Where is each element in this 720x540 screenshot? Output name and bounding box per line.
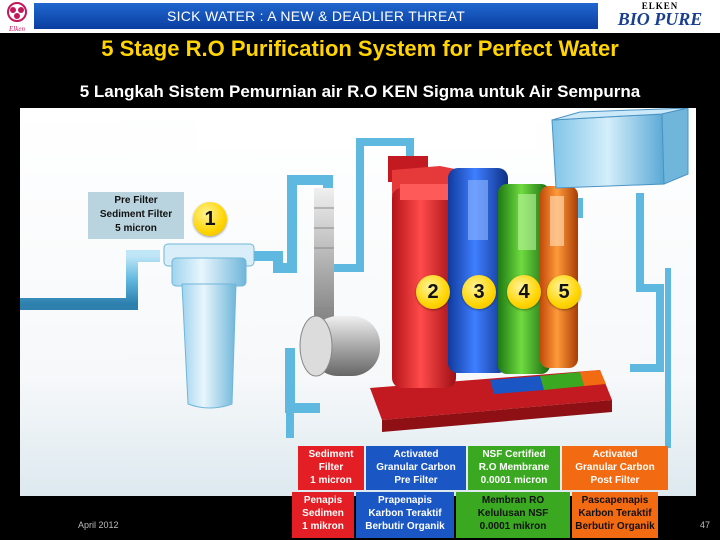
prefilter-label-line: 5 micron <box>115 223 157 234</box>
banner-title: SICK WATER : A NEW & DEADLIER THREAT <box>166 8 466 24</box>
stage-label-line: Activated <box>592 449 638 460</box>
stage-label-line: Post Filter <box>590 475 640 486</box>
page-subtitle: 5 Langkah Sistem Pemurnian air R.O KEN S… <box>79 82 641 101</box>
stage-2-label-en: Sediment Filter 1 micron <box>298 446 364 490</box>
stage-label-line: Granular Carbon <box>376 462 456 473</box>
stage-label-line: Penapis <box>303 495 343 506</box>
stage-label-line: Activated <box>393 449 439 460</box>
stage-label-line: Berbutir Organik <box>575 521 655 532</box>
stage-label-line: 0.0001 micron <box>480 475 548 486</box>
page-number: 47 <box>700 520 711 530</box>
prefilter-label-line: Sediment Filter <box>99 209 173 220</box>
svg-text:Elken: Elken <box>8 25 25 33</box>
stage-badge-3: 3 <box>462 275 496 309</box>
stage-label-line: NSF Certified <box>482 449 546 460</box>
stage-label-line: 1 micron <box>310 475 352 486</box>
stage-label-line: Berbutir Organik <box>365 521 445 532</box>
stage-badge-5: 5 <box>547 275 581 309</box>
stage-label-line: 0.0001 mikron <box>479 521 547 532</box>
stage-label-line: Karbon Teraktif <box>578 508 652 519</box>
stage-label-line: Sedimen <box>302 508 344 519</box>
stage-badge-2: 2 <box>416 275 450 309</box>
stage-3-label-ms: Prapenapis Karbon Teraktif Berbutir Orga… <box>356 492 454 538</box>
brand-top: ELKEN <box>641 1 679 11</box>
ro-system-diagram <box>20 108 696 496</box>
stage-label-line: Prapenapis <box>378 495 432 506</box>
stage-label-line: Granular Carbon <box>575 462 655 473</box>
stage-label-line: Pre Filter <box>394 475 438 486</box>
stage-label-line: Sediment <box>308 449 354 460</box>
stage-2-label-ms: Penapis Sedimen 1 mikron <box>292 492 354 538</box>
stage-5-label-en: Activated Granular Carbon Post Filter <box>562 446 668 490</box>
stage-4-label-en: NSF Certified R.O Membrane 0.0001 micron <box>468 446 560 490</box>
stage-label-line: 1 mikron <box>302 521 344 532</box>
stage-badge-1: 1 <box>193 202 227 236</box>
stage-4-label-ms: Membran RO Kelulusan NSF 0.0001 mikron <box>456 492 570 538</box>
stage-label-line: Pascapenapis <box>581 495 649 506</box>
stage-label-line: Filter <box>318 462 344 473</box>
stage-badge-4: 4 <box>507 275 541 309</box>
elken-logo-icon: Elken <box>7 2 27 33</box>
elken-logo: Elken <box>0 0 34 33</box>
stage-label-line: Membran RO <box>481 495 545 506</box>
footer-date: April 2012 <box>78 520 119 530</box>
stage-5-label-ms: Pascapenapis Karbon Teraktif Berbutir Or… <box>572 492 658 538</box>
top-banner: SICK WATER : A NEW & DEADLIER THREAT <box>34 3 598 29</box>
stage-label-line: Kelulusan NSF <box>477 508 549 519</box>
stage-3-label-en: Activated Granular Carbon Pre Filter <box>366 446 466 490</box>
brand-logo: ELKEN BIO PURE <box>600 0 720 33</box>
ro-system-illustration <box>20 108 689 448</box>
stage-label-line: R.O Membrane <box>478 462 550 473</box>
brand-main: BIO PURE <box>617 9 703 29</box>
stage-label-line: Karbon Teraktif <box>368 508 442 519</box>
prefilter-label: Pre Filter Sediment Filter 5 micron <box>88 192 184 239</box>
prefilter-label-line: Pre Filter <box>114 195 158 206</box>
page-title: 5 Stage R.O Purification System for Perf… <box>101 36 619 61</box>
